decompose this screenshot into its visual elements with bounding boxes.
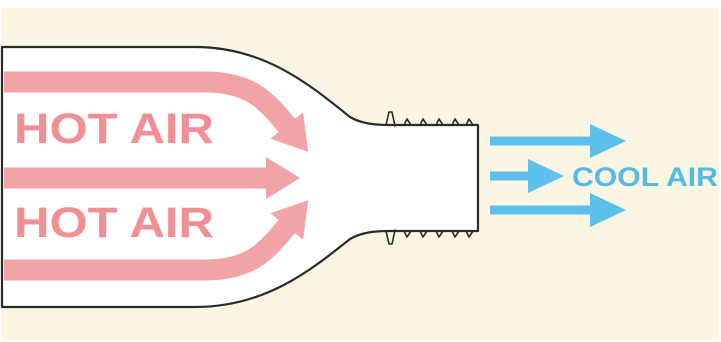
thread-bottom (385, 229, 474, 245)
cool-air-label: COOL AIR (572, 162, 718, 192)
hot-air-label-bottom: HOT AIR (14, 199, 214, 247)
cool-air-arrows (490, 124, 626, 227)
hot-air-arrows (4, 71, 309, 281)
hot-air-arrow-top (4, 71, 309, 152)
bottle-neck-threads (385, 111, 474, 245)
hot-air-label-top: HOT AIR (14, 105, 214, 153)
thread-top (385, 111, 474, 127)
hot-air-arrow-bottom (4, 200, 309, 281)
